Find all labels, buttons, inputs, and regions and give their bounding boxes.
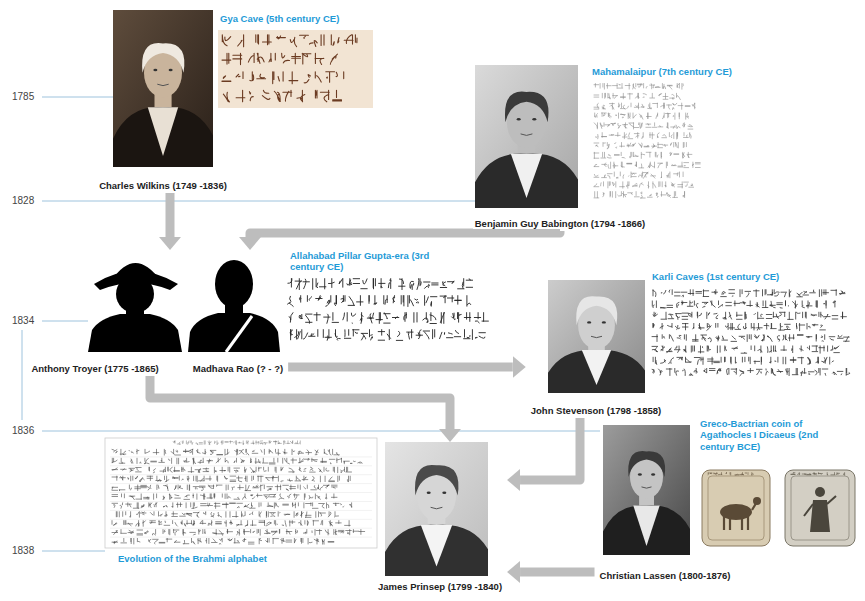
script-specimen [288, 279, 489, 341]
person-name: Benjamin Guy Babington (1794 -1866) [473, 218, 648, 229]
portrait [548, 280, 645, 393]
script-specimen [112, 449, 365, 544]
person-name: James Prinsep (1799 -1840) [376, 581, 504, 592]
year-label: 1836 [12, 425, 34, 437]
table-rule [110, 457, 372, 537]
portrait [603, 425, 690, 555]
person-node: Anthony Troyer (1775 -1865) [8, 250, 183, 376]
silhouette [188, 260, 280, 352]
influence-arrow [166, 193, 175, 237]
year-label: 1838 [12, 545, 34, 557]
person-node: Christian Lassen (1800-1876) [595, 425, 736, 583]
person-node: James Prinsep (1799 -1840) [373, 442, 507, 594]
inscription-title: Allahabad Pillar Gupta-era (3rd century … [290, 250, 440, 273]
influence-arrow [288, 363, 513, 372]
influence-arrow [150, 376, 450, 429]
timeline-line [42, 551, 105, 552]
year-label: 1828 [12, 195, 34, 207]
influence-arrow [520, 418, 580, 480]
timeline-line [22, 330, 23, 420]
person-name: Charles Wilkins (1749 -1836) [97, 180, 229, 191]
coin [785, 470, 855, 546]
inscription-title: Gya Cave (5th century CE) [220, 13, 390, 24]
timeline-line [42, 97, 113, 98]
person-node: John Stevenson (1798 -1858) [526, 280, 666, 418]
inscription-title: Evolution of the Brahmi alphabet [118, 553, 348, 564]
script-specimen [791, 473, 845, 476]
inscription-title: Mahamalaipur (7th century CE) [592, 66, 772, 77]
script-specimen [708, 473, 754, 475]
year-label: 1834 [12, 315, 34, 327]
inscription-title: Greco-Bactrian coin of Agathocles I Dica… [700, 418, 850, 452]
alphabet-table [105, 438, 377, 548]
person-node: Madhava Rao (? - ?) [188, 250, 288, 376]
coin [702, 470, 770, 546]
script-specimen [652, 290, 850, 376]
portrait [475, 65, 578, 208]
person-name: Madhava Rao (? - ?) [191, 363, 285, 374]
influence-arrow [520, 568, 594, 577]
person-node: Charles Wilkins (1749 -1836) [94, 10, 232, 193]
portrait [113, 10, 213, 167]
inscription-title: Karli Caves (1st century CE) [652, 271, 842, 282]
person-name: Anthony Troyer (1775 -1865) [29, 363, 160, 374]
script-specimen [594, 84, 700, 199]
timeline-line [42, 321, 88, 322]
person-name: Christian Lassen (1800-1876) [598, 570, 733, 581]
silhouette [88, 263, 182, 352]
script-specimen [222, 35, 357, 102]
specimen-ground [218, 30, 373, 108]
portrait [385, 442, 488, 576]
person-name: John Stevenson (1798 -1858) [529, 405, 663, 416]
timeline-line [42, 431, 600, 432]
year-label: 1785 [12, 91, 34, 103]
timeline-line [42, 201, 475, 202]
script-specimen [173, 441, 300, 445]
influence-arrow [250, 231, 560, 237]
person-node: Benjamin Guy Babington (1794 -1866) [465, 65, 655, 231]
